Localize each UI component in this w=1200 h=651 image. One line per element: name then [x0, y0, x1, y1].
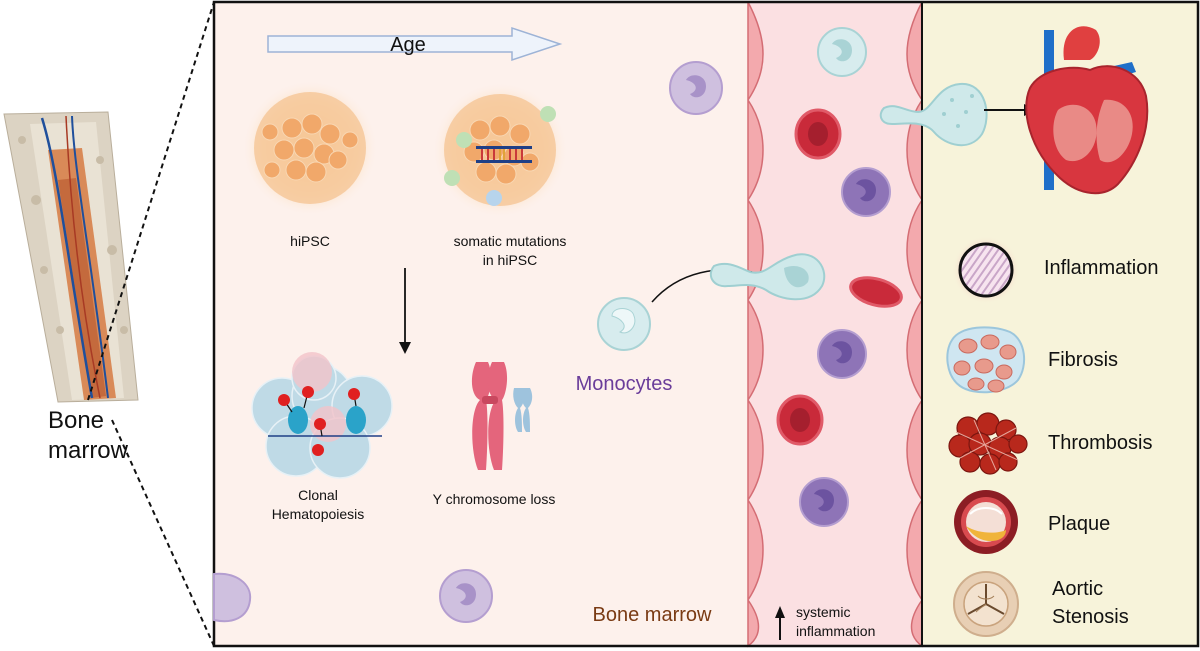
vessel-wall-left — [747, 1, 764, 648]
outcome-label-thrombosis: Thrombosis — [1048, 432, 1152, 454]
aortic-stenosis-icon — [953, 571, 1019, 637]
outcome-label-plaque: Plaque — [1048, 513, 1110, 535]
outcome-label-aortic: Aortic — [1052, 578, 1103, 600]
vessel-wall-right — [906, 1, 923, 648]
outcome-label-fibrosis: Fibrosis — [1048, 349, 1118, 371]
bone-illustration — [3, 111, 139, 403]
plaque-icon — [954, 490, 1018, 554]
hipsc-label: hiPSC — [290, 233, 330, 249]
somatic-cluster — [432, 82, 568, 218]
somatic-label-2: in hiPSC — [483, 252, 537, 268]
systemic-label-1: systemic — [796, 604, 850, 620]
ychrom-label: Y chromosome loss — [433, 491, 556, 507]
clonal-hematopoiesis-cluster — [251, 352, 393, 479]
zoom-line-top — [87, 1, 215, 401]
monocyte-purple-cells — [213, 61, 723, 623]
down-arrow — [399, 268, 411, 354]
hipsc-cluster — [242, 80, 378, 216]
heart-icon — [1025, 26, 1149, 195]
zoom-line-bottom — [111, 419, 215, 647]
somatic-label-1: somatic mutations — [454, 233, 567, 249]
main-frame — [212, 0, 1200, 648]
clonal-label-2: Hematopoiesis — [272, 506, 365, 522]
systemic-label-2: inflammation — [796, 623, 875, 639]
outcome-label-stenosis: Stenosis — [1052, 606, 1129, 628]
outcome-label-inflammation: Inflammation — [1044, 257, 1159, 279]
monocytes-label: Monocytes — [576, 373, 673, 395]
inflammation-icon — [952, 236, 1020, 304]
blood-cells — [776, 27, 903, 527]
bone-marrow-panel-label: Bone marrow — [593, 604, 712, 626]
blood-vessel-panel — [748, 2, 922, 646]
fibrosis-icon — [946, 326, 1026, 394]
dna-mutation-icon — [476, 146, 532, 163]
chromosome-icon — [471, 362, 533, 470]
age-arrow — [267, 26, 563, 62]
bone-label-2: marrow — [48, 437, 129, 464]
age-label: Age — [390, 34, 426, 56]
bone-label-1: Bone — [48, 407, 104, 434]
clonal-label-1: Clonal — [298, 487, 338, 503]
monocyte-cell — [597, 297, 651, 351]
thrombosis-icon — [948, 412, 1028, 475]
up-arrow-icon — [775, 606, 785, 640]
extravasating-monocyte — [709, 253, 826, 301]
